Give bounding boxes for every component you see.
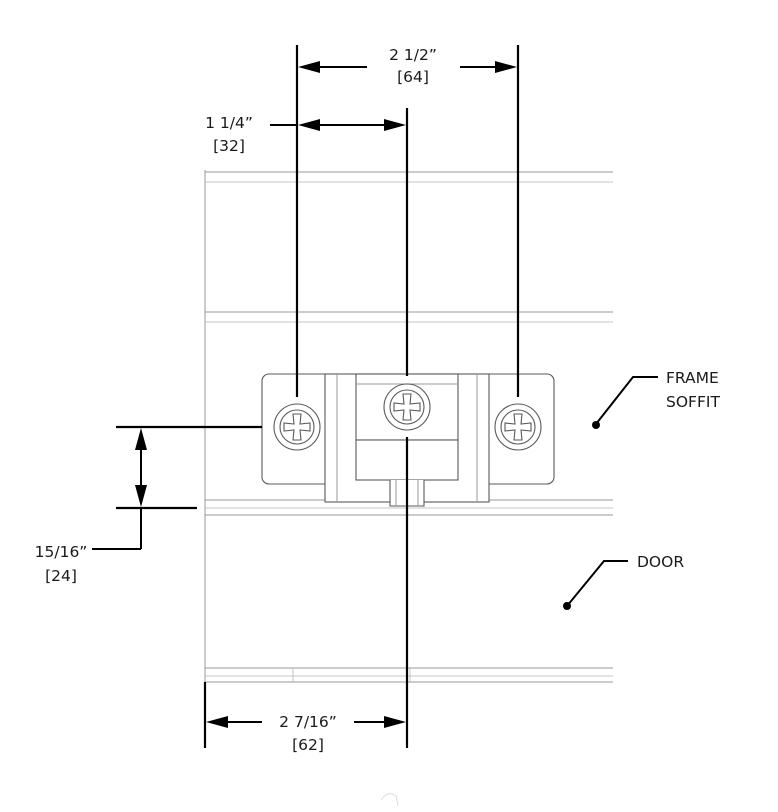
center-offset-metric: [32]	[213, 137, 245, 155]
screw-height-imperial: 15/16”	[35, 543, 88, 561]
screw-spacing-imperial: 2 1/2”	[389, 46, 437, 64]
faint-mark	[380, 793, 399, 807]
dimension-screw-height: 15/16” [24]	[35, 428, 147, 585]
dimension-screw-spacing: 2 1/2” [64]	[298, 46, 517, 86]
callout-frame-soffit: FRAME SOFFIT	[592, 369, 720, 429]
screw-spacing-metric: [64]	[397, 68, 429, 86]
callout-door: DOOR	[563, 553, 684, 610]
frame-soffit-label-line1: FRAME	[666, 369, 719, 387]
door-edge-offset-metric: [62]	[292, 736, 324, 754]
screw-height-metric: [24]	[45, 567, 77, 585]
dimension-center-offset: 1 1/4” [32]	[205, 114, 406, 155]
door-edge-offset-imperial: 2 7/16”	[279, 713, 337, 731]
door-label: DOOR	[637, 553, 684, 571]
extension-lines	[116, 45, 520, 748]
frame-soffit-label-line2: SOFFIT	[666, 393, 720, 411]
dimension-door-edge-offset: 2 7/16” [62]	[206, 713, 406, 754]
screw-center	[383, 383, 431, 431]
screw-left	[273, 403, 321, 451]
center-offset-imperial: 1 1/4”	[205, 114, 253, 132]
screw-right	[494, 403, 542, 451]
